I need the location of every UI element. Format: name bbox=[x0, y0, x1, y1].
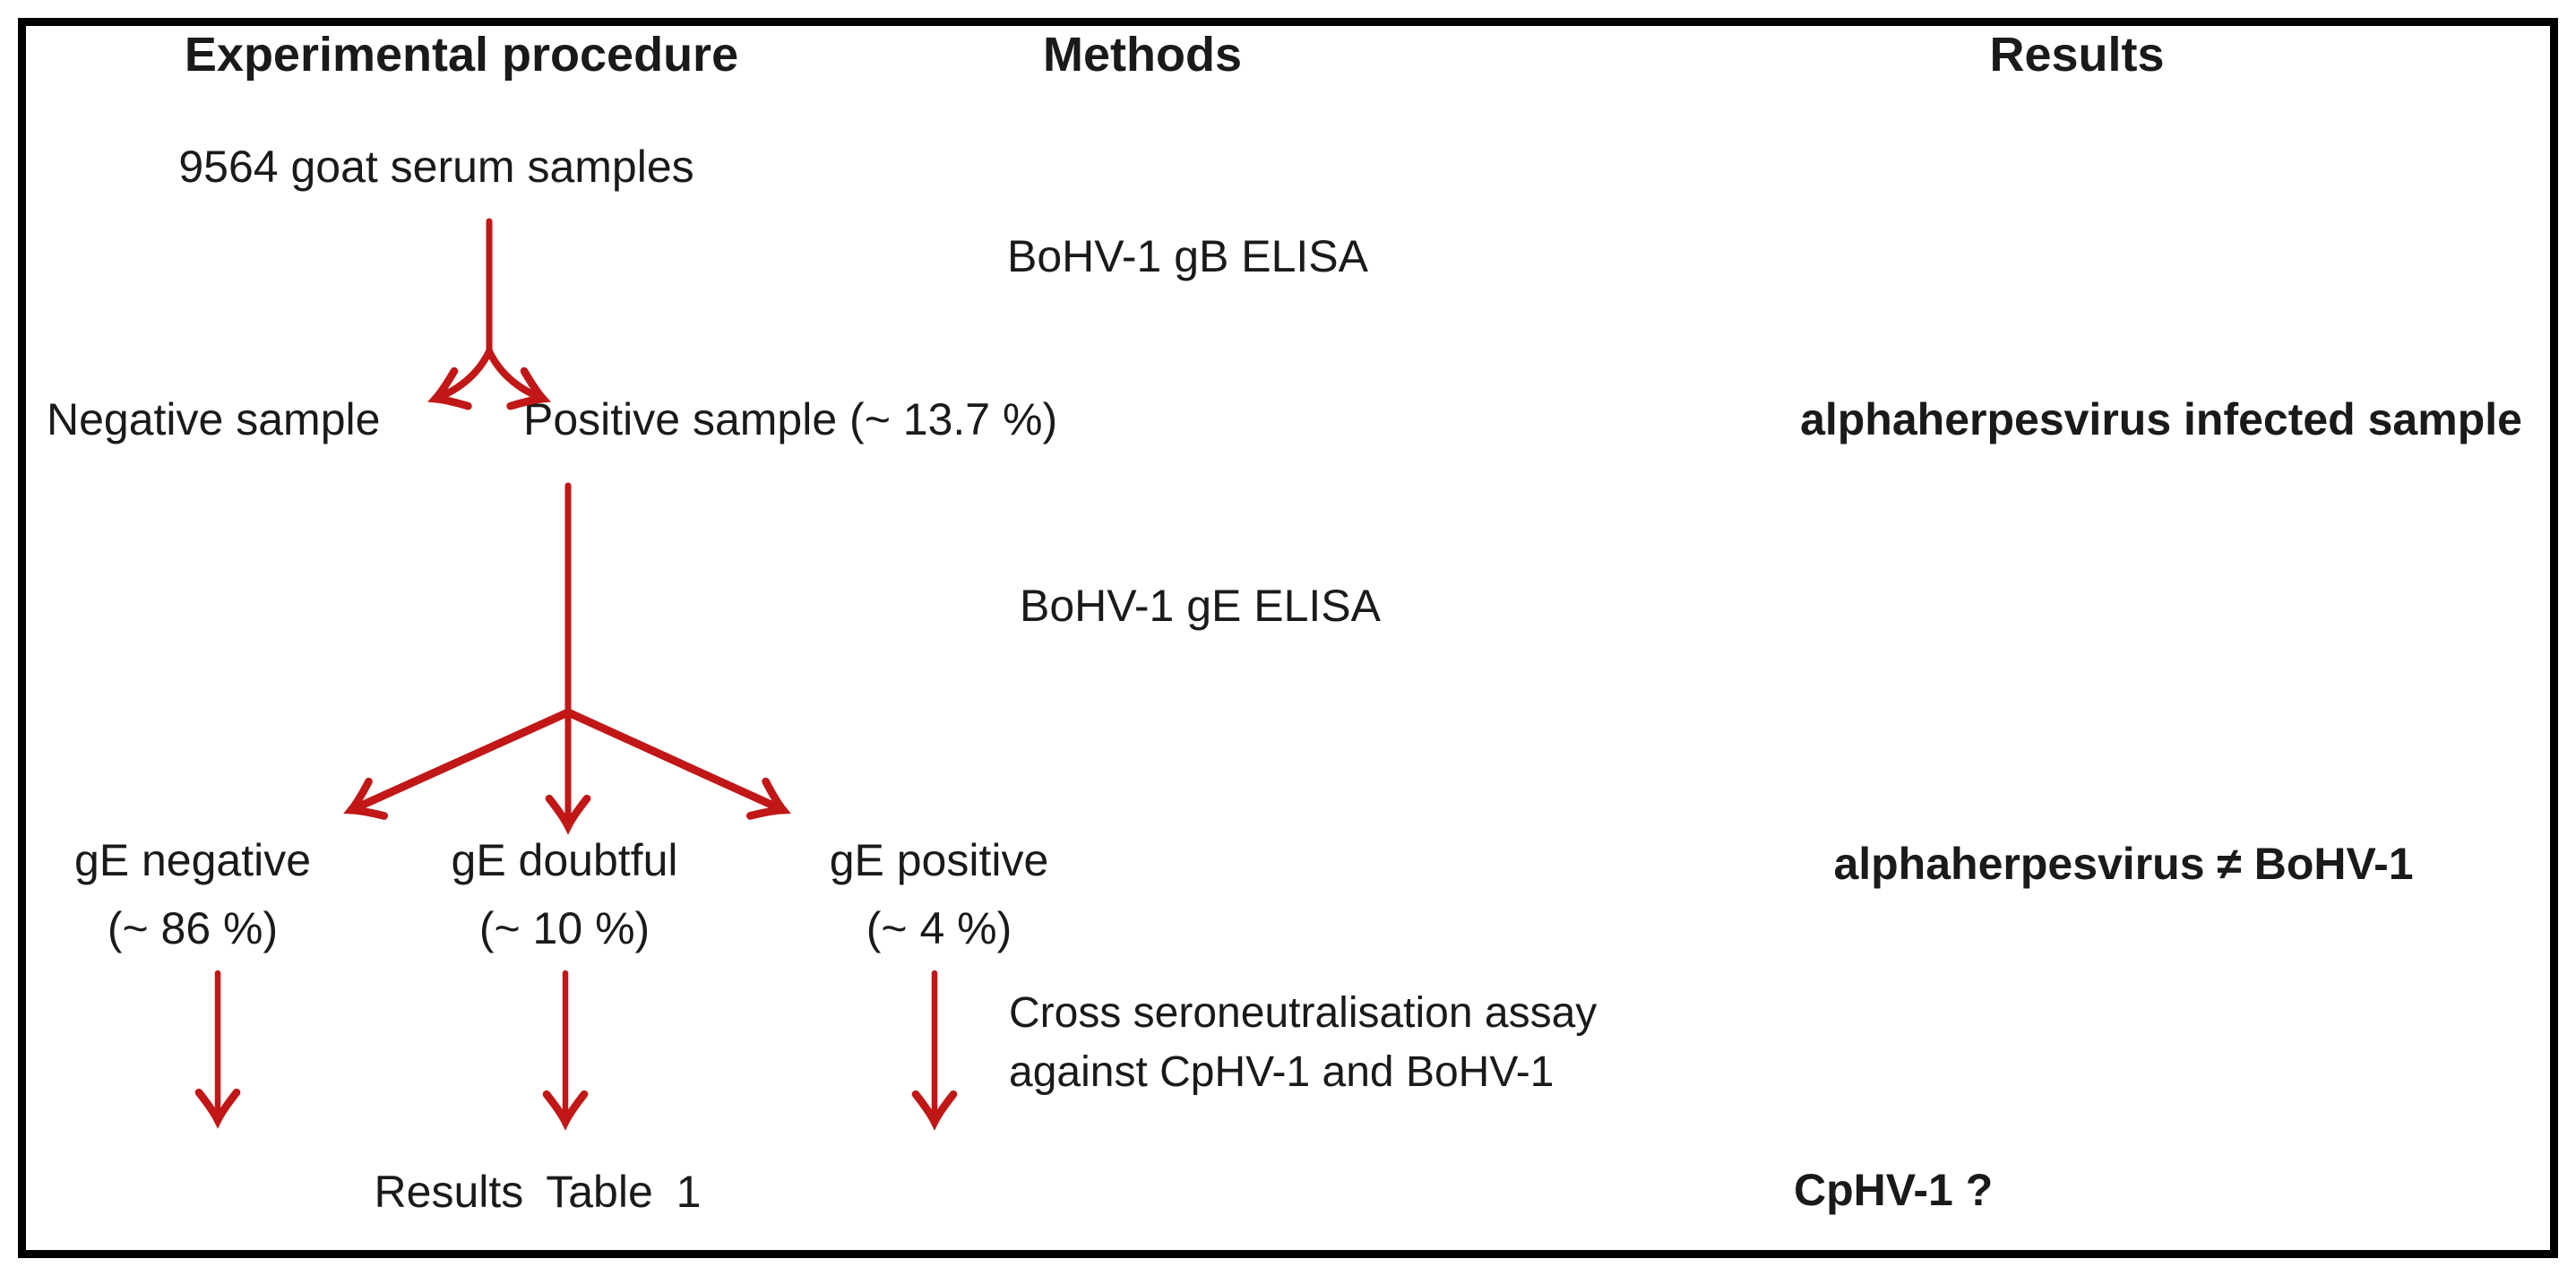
ge-negative-label: gE negative bbox=[73, 835, 312, 885]
column-header-results: Results bbox=[1989, 28, 2165, 82]
result-alphaherpesvirus-not-bohv1: alphaherpesvirus ≠ BoHV-1 bbox=[1833, 839, 2414, 889]
column-header-experimental-procedure: Experimental procedure bbox=[184, 28, 739, 82]
method-bohv1-gb-elisa: BoHV-1 gB ELISA bbox=[1007, 231, 1369, 281]
node-results-table: Results Table 1 bbox=[374, 1167, 702, 1217]
cross-assay-line2: against CpHV-1 and BoHV-1 bbox=[1009, 1048, 1555, 1096]
node-ge-positive: gE positive (~ 4 %) bbox=[830, 826, 1049, 962]
ge-positive-label: gE positive bbox=[829, 835, 1049, 885]
node-positive-sample: Positive sample (~ 13.7 %) bbox=[523, 394, 1058, 444]
result-cphv1-question: CpHV-1 ? bbox=[1794, 1165, 1994, 1215]
ge-doubtful-label: gE doubtful bbox=[451, 835, 678, 885]
figure-border-frame bbox=[18, 18, 2558, 1258]
ge-positive-percent: (~ 4 %) bbox=[866, 903, 1012, 953]
cross-assay-line1: Cross seroneutralisation assay bbox=[1009, 989, 1598, 1037]
node-goat-serum-samples: 9564 goat serum samples bbox=[178, 142, 694, 192]
node-ge-doubtful: gE doubtful (~ 10 %) bbox=[452, 826, 678, 962]
node-negative-sample: Negative sample bbox=[47, 394, 381, 444]
node-ge-negative: gE negative (~ 86 %) bbox=[74, 826, 311, 962]
result-alphaherpesvirus-infected: alphaherpesvirus infected sample bbox=[1800, 394, 2522, 444]
column-header-methods: Methods bbox=[1043, 28, 1242, 82]
method-bohv1-ge-elisa: BoHV-1 gE ELISA bbox=[1020, 581, 1382, 631]
ge-doubtful-percent: (~ 10 %) bbox=[478, 903, 650, 953]
ge-negative-percent: (~ 86 %) bbox=[107, 903, 279, 953]
method-cross-seroneutralisation: Cross seroneutralisation assay against C… bbox=[1009, 984, 1597, 1102]
